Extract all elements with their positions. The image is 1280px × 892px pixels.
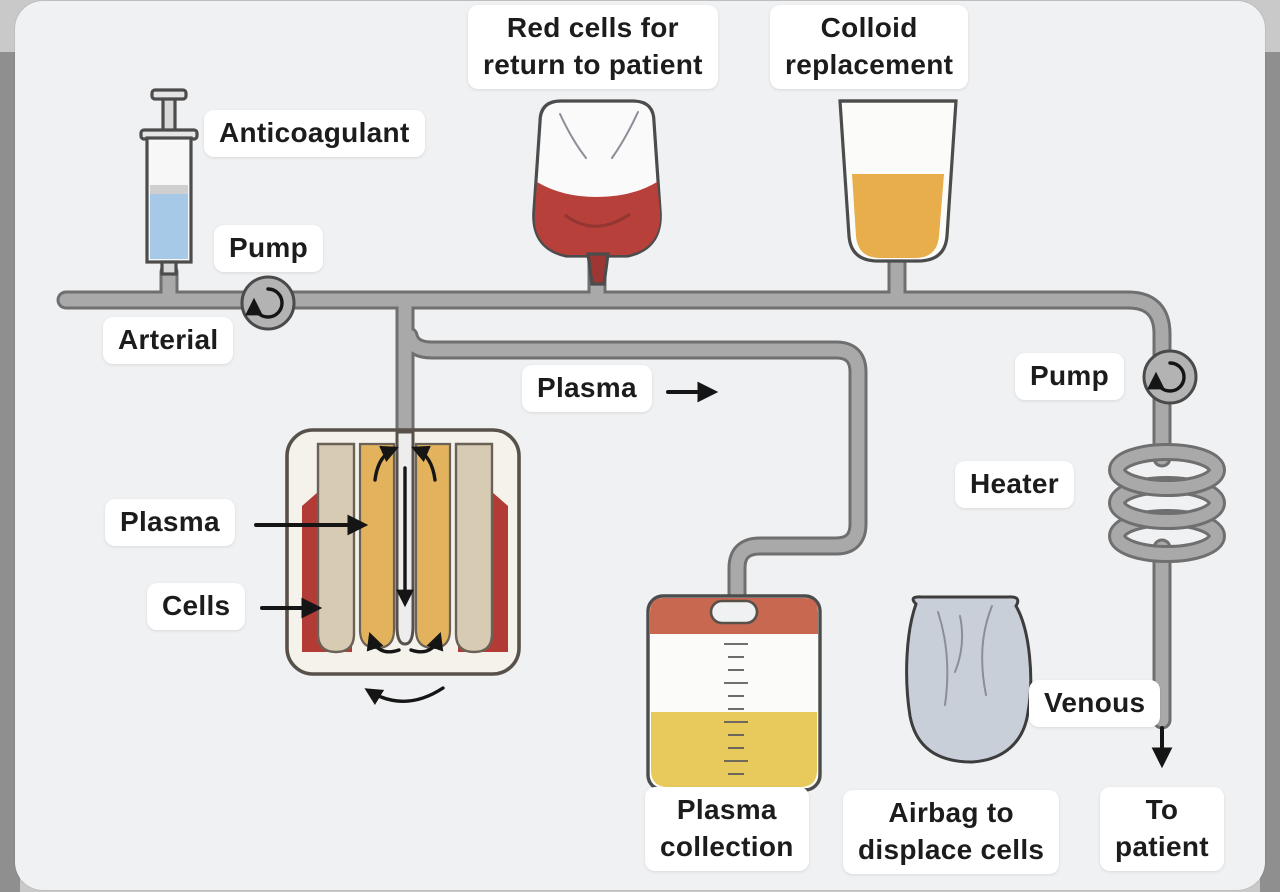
plasma-collection-container xyxy=(646,594,822,792)
label-pump-left: Pump xyxy=(214,225,323,272)
label-arterial: Arterial xyxy=(103,317,234,364)
label-colloid: Colloid replacement xyxy=(770,5,969,89)
label-airbag: Airbag to displace cells xyxy=(843,790,1060,874)
label-to-patient: To patient xyxy=(1100,787,1224,871)
label-pump-right: Pump xyxy=(1015,353,1124,400)
colloid-beaker xyxy=(838,99,958,263)
label-plasma-side: Plasma xyxy=(105,499,235,546)
graduation-marks xyxy=(724,643,748,775)
label-heater: Heater xyxy=(955,461,1074,508)
label-plasma-flow: Plasma xyxy=(522,365,652,412)
pump-left-rotor xyxy=(240,275,296,331)
label-venous: Venous xyxy=(1029,680,1161,727)
right-frame-strip xyxy=(1260,52,1280,892)
tubing-lines xyxy=(56,252,1172,730)
red-cell-bag xyxy=(532,99,662,286)
separator-flow-arrows xyxy=(364,445,445,705)
airbag xyxy=(905,595,1033,764)
pump-right-rotor xyxy=(1142,349,1198,405)
label-plasma-collection: Plasma collection xyxy=(645,787,809,871)
label-cells: Cells xyxy=(147,583,246,630)
cell-separator xyxy=(285,428,521,705)
label-anticoagulant: Anticoagulant xyxy=(204,110,425,157)
heater-coil xyxy=(1108,443,1226,563)
anticoagulant-syringe xyxy=(139,88,199,276)
annotation-arrows xyxy=(254,381,1173,769)
label-red-cells: Red cells for return to patient xyxy=(468,5,718,89)
container-handle-slot xyxy=(709,599,759,625)
